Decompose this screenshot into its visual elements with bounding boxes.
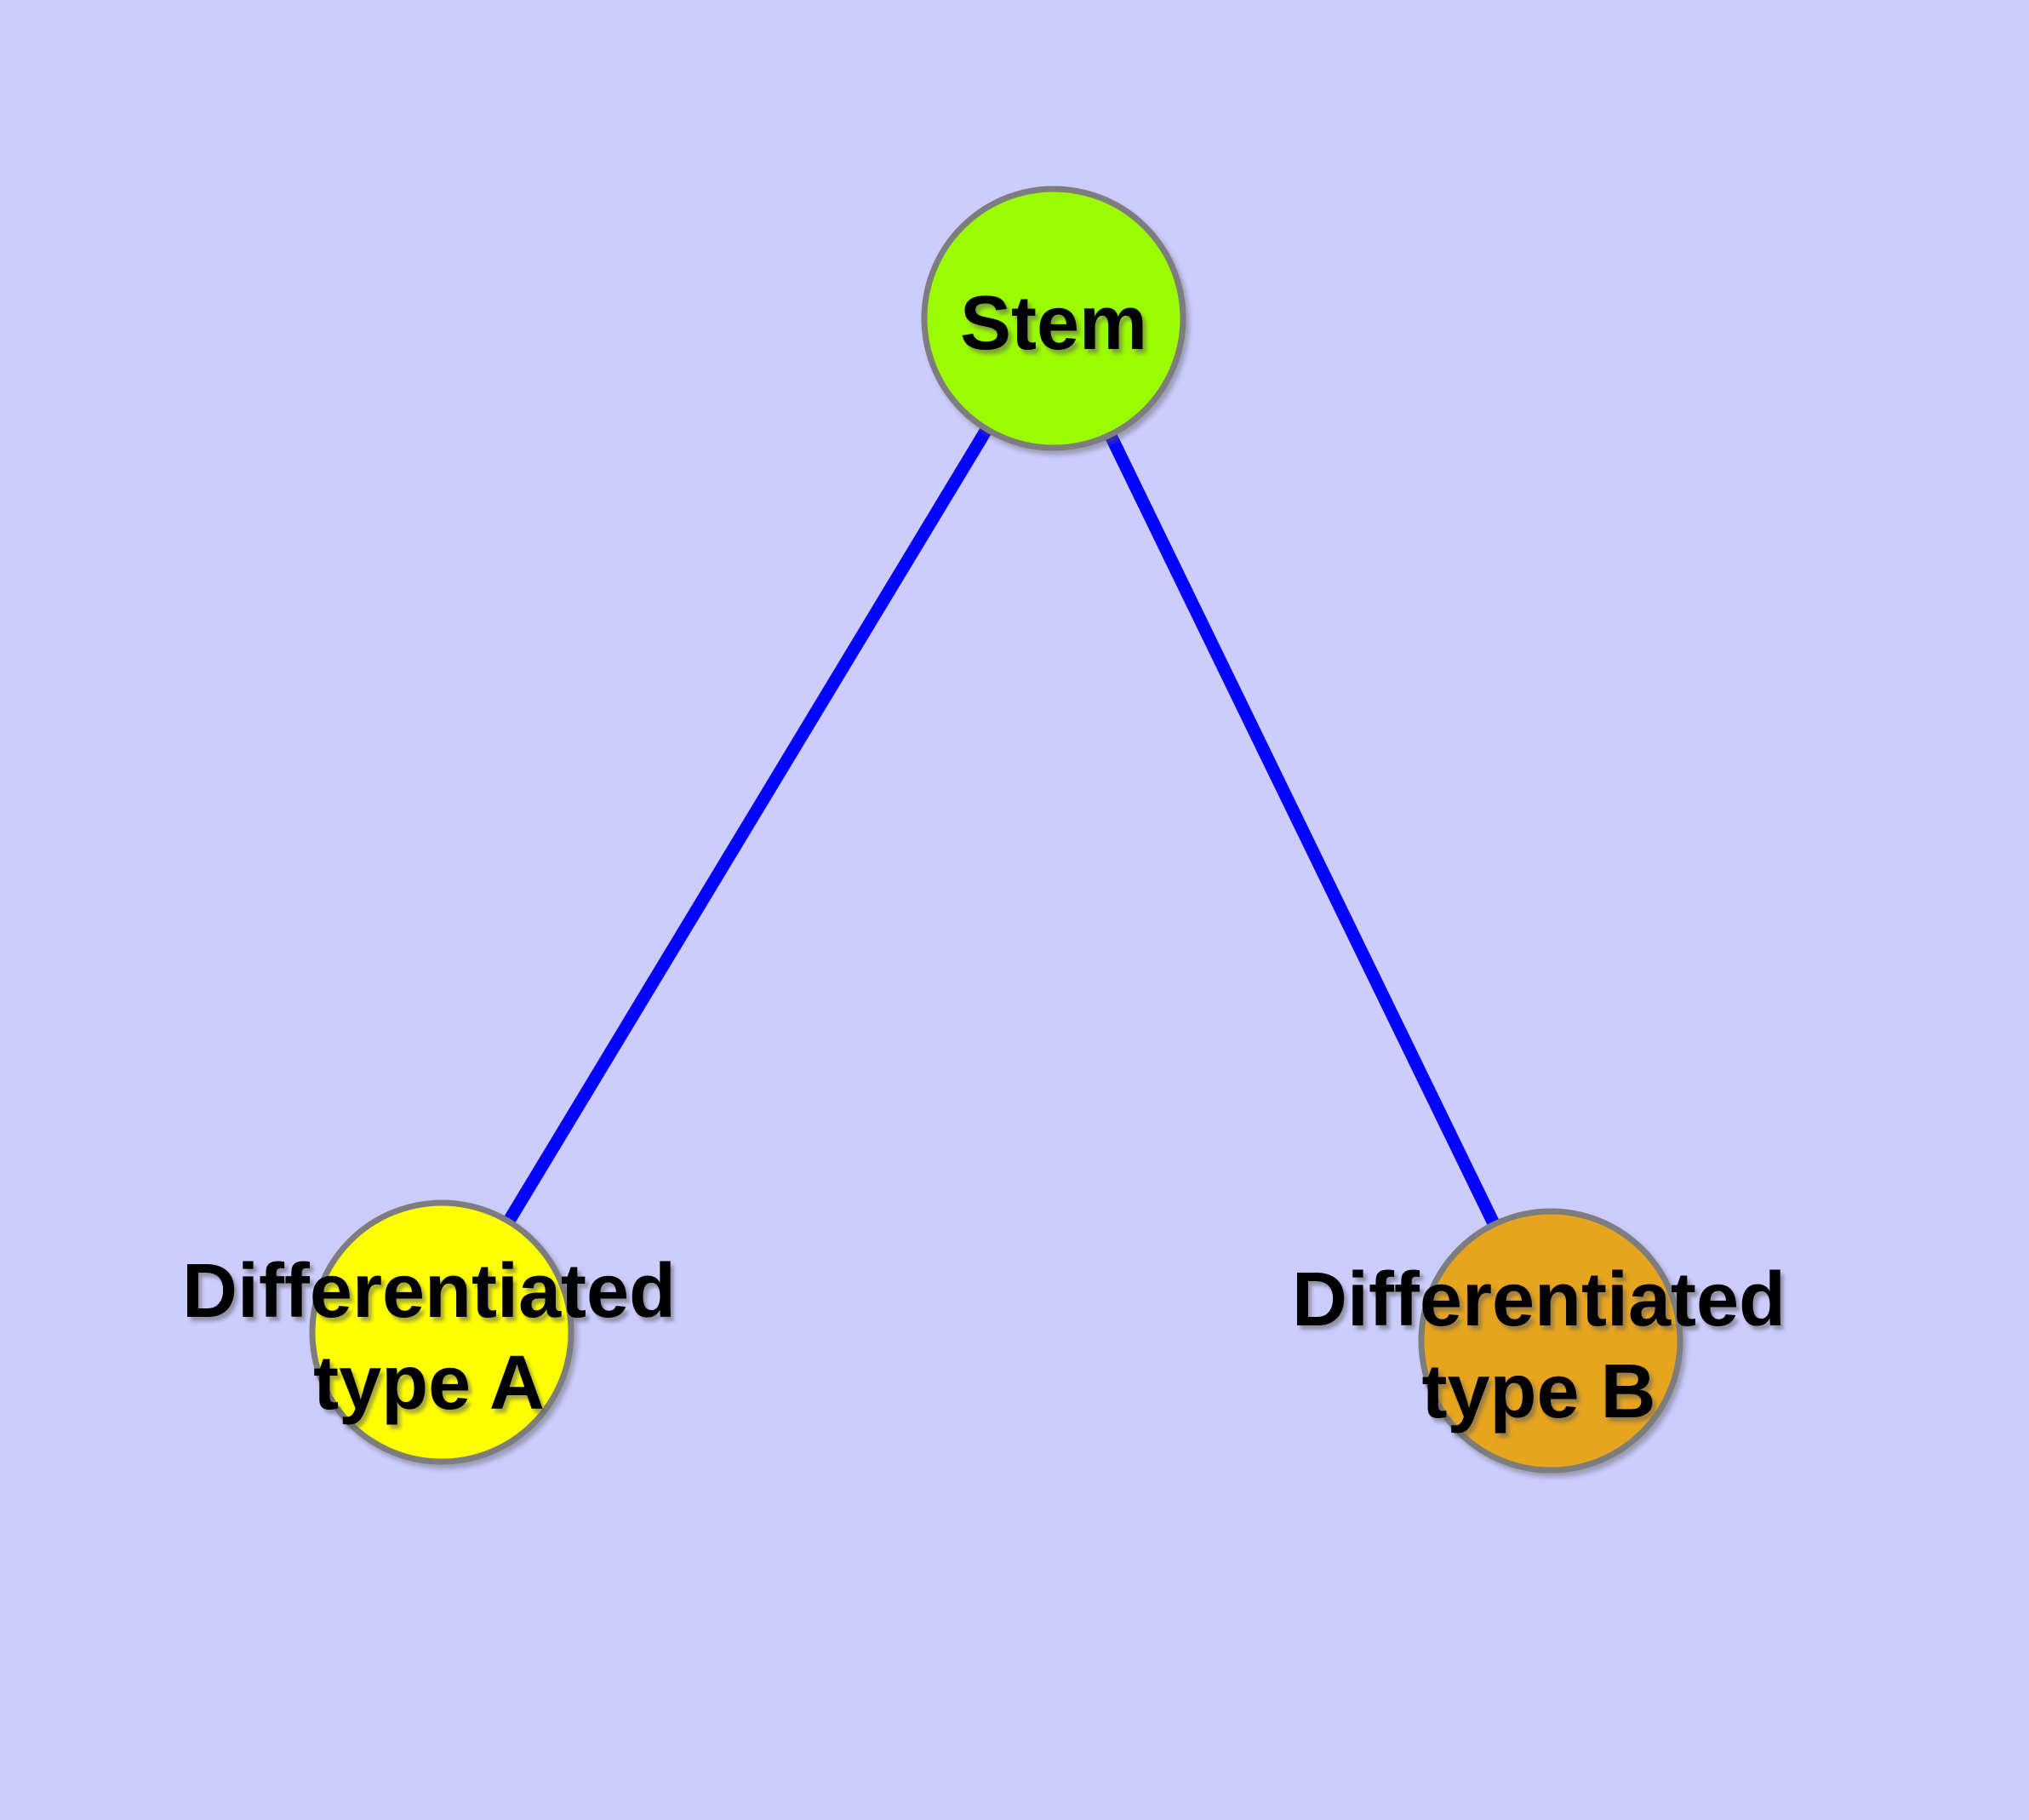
node-type-b-circle — [1418, 1208, 1683, 1474]
node-type-b-label-line2: type B — [1421, 1349, 1655, 1434]
node-stem-circle — [921, 186, 1186, 451]
node-stem: Stem — [921, 186, 1186, 451]
node-type-a-circle — [309, 1199, 574, 1465]
edge-group — [436, 315, 1557, 1344]
node-type-b-label-line1: Differentiated — [1292, 1257, 1786, 1342]
node-stem-label: Stem — [960, 281, 1147, 366]
node-type-a-label-line1: Differentiated — [182, 1249, 676, 1334]
node-type-a-label-line2: type A — [313, 1341, 545, 1426]
node-differentiated-type-a: Differentiated type A — [182, 1199, 676, 1465]
edge-stem-to-type-a — [436, 315, 1060, 1336]
node-differentiated-type-b: Differentiated type B — [1292, 1208, 1786, 1474]
edge-stem-to-type-b — [1048, 315, 1557, 1344]
